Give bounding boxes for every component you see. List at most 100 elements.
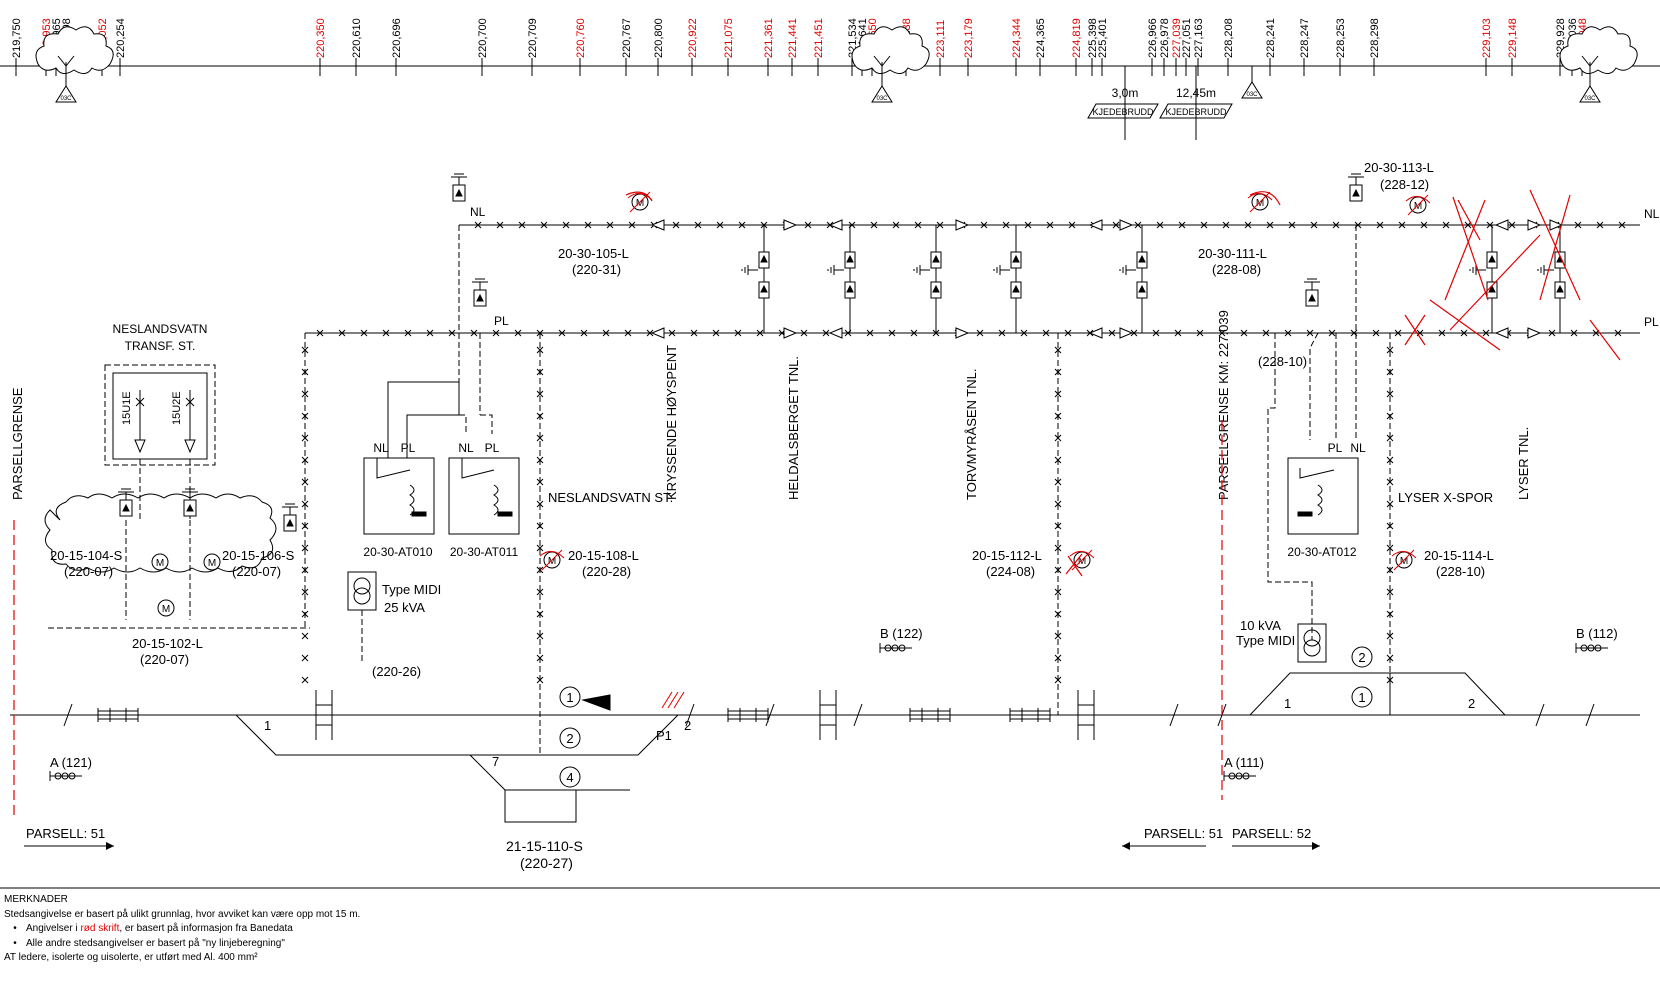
note-line-2-red: rød skrift xyxy=(80,923,120,934)
tree-symbol: 03C xyxy=(1241,66,1263,99)
parsell-boundaries xyxy=(13,420,1223,820)
insulator-mark xyxy=(1372,329,1380,337)
signal-head-icon xyxy=(49,771,82,781)
insulator-mark xyxy=(1064,329,1072,337)
section-insulator xyxy=(650,219,665,231)
at010-pl: PL xyxy=(401,441,416,455)
insulator-mark xyxy=(1200,221,1208,229)
heldalsberget-tnl: HELDALSBERGET TNL. xyxy=(786,356,801,500)
insulator-mark xyxy=(1024,221,1032,229)
section-insulator xyxy=(828,327,843,339)
level-crossing xyxy=(1077,690,1095,740)
motor-icon: M xyxy=(539,549,565,571)
insulator-mark xyxy=(804,221,812,229)
at012-nl: NL xyxy=(1350,441,1366,455)
insulator-mark xyxy=(892,221,900,229)
insulator-mark xyxy=(1508,221,1516,229)
insulator-mark xyxy=(1574,221,1582,229)
section-insulators xyxy=(650,219,1564,339)
insulator-mark xyxy=(1310,221,1318,229)
notes-block: MERKNADER Stedsangivelse er basert på ul… xyxy=(4,893,360,966)
insulator-mark xyxy=(382,329,390,337)
section-insulator xyxy=(1494,327,1509,339)
insulator-mark xyxy=(1054,346,1062,354)
insulated-joint xyxy=(97,708,139,722)
insulator-mark xyxy=(1130,329,1138,337)
section-insulator xyxy=(783,219,798,231)
track-feeders xyxy=(539,333,1391,755)
chainage-label: 227,051 xyxy=(1181,18,1193,58)
station-name-line1: NESLANDSVATN xyxy=(113,322,208,336)
insulator-mark xyxy=(602,329,610,337)
bullet: • xyxy=(13,923,17,934)
insulator-mark xyxy=(624,329,632,337)
red-removal-marks xyxy=(625,189,1621,577)
switch-ref: (220-07) xyxy=(64,564,113,579)
earthing-switch xyxy=(741,225,770,333)
tree-tag: 03C xyxy=(60,96,72,102)
insulator-mark xyxy=(1548,329,1556,337)
chain-break-1: 3,0m KJEDEBRUDD xyxy=(1087,66,1159,140)
neslandsvatn-st: NESLANDSVATN ST. xyxy=(548,490,673,505)
chainage-label: 229,103 xyxy=(1481,18,1493,58)
earthing-switch xyxy=(1537,225,1566,333)
signal-head-icon xyxy=(879,643,912,653)
chainage-label: 220,696 xyxy=(391,18,403,58)
chain-break-2: 12,45m KJEDEBRUDD xyxy=(1159,66,1233,140)
insulator-mark xyxy=(562,221,570,229)
switch-id: 20-15-114-L xyxy=(1424,548,1494,563)
switch-id: 20-15-108-L xyxy=(568,548,639,563)
ref-228-10: (228-10) xyxy=(1258,354,1307,369)
track-break xyxy=(63,703,73,727)
insulator-mark xyxy=(492,329,500,337)
pl-end-label: PL xyxy=(1644,315,1659,329)
insulator-mark xyxy=(1134,221,1142,229)
disconnector xyxy=(472,278,488,307)
note-line-1: Stedsangivelse er basert på ulikt grunnl… xyxy=(4,908,361,920)
disconnector xyxy=(451,173,467,202)
track-symbols xyxy=(63,690,1595,740)
parsellgrense-km: PARSELLGRENSE KM: 227.039 xyxy=(1216,310,1231,500)
at011-pl: PL xyxy=(485,441,500,455)
unit-1-label: 15U1E xyxy=(121,391,133,425)
krysende-hoyspent: KRYSSENDE HØYSPENT xyxy=(664,345,679,500)
aux-rating: 25 kVA xyxy=(384,600,425,615)
insulator-mark xyxy=(536,588,544,596)
tree-tag: 03C xyxy=(1246,92,1258,98)
parsell-mid-right: PARSELL: 52 xyxy=(1232,826,1311,841)
signal-label: B (122) xyxy=(880,626,923,641)
insulator-mark xyxy=(338,329,346,337)
at-feeder-wiring xyxy=(387,225,1357,440)
track-break xyxy=(685,703,695,727)
bullet: • xyxy=(13,937,17,949)
tree-symbol: 03C xyxy=(1559,26,1638,103)
insulator-mark xyxy=(668,329,676,337)
insulator-mark xyxy=(301,632,309,640)
section-insulator xyxy=(1527,219,1542,231)
insulator-mark xyxy=(980,221,988,229)
level-crossing xyxy=(819,690,837,740)
signal-heads xyxy=(49,643,1608,781)
at010-autotransformer: NL PL 20-30-AT010 xyxy=(363,434,435,559)
switch-ref: (228-08) xyxy=(1212,262,1261,277)
insulated-joint xyxy=(909,708,951,722)
chainage-label: 221,441 xyxy=(787,18,799,58)
insulator-mark xyxy=(1244,221,1252,229)
at012-pl: PL xyxy=(1328,441,1343,455)
svg-text:M: M xyxy=(548,556,556,567)
chainage-label: 221,361 xyxy=(763,18,775,58)
at011-label: 20-30-AT011 xyxy=(450,545,519,559)
chainage-label: 220,760 xyxy=(575,18,587,58)
note-line-4: AT ledere, isolerte og uisolerte, er utf… xyxy=(4,952,258,963)
chainage-label: 219,750 xyxy=(11,18,23,58)
insulator-mark xyxy=(914,221,922,229)
switch-id: 20-30-105-L xyxy=(558,246,629,261)
motor-icon: M xyxy=(157,599,175,617)
insulator-mark xyxy=(690,329,698,337)
section-insulator xyxy=(1527,327,1542,339)
insulator-mark xyxy=(646,329,654,337)
switch-ref: (220-07) xyxy=(232,564,281,579)
insulator-mark xyxy=(734,329,742,337)
insulator-mark xyxy=(1068,221,1076,229)
